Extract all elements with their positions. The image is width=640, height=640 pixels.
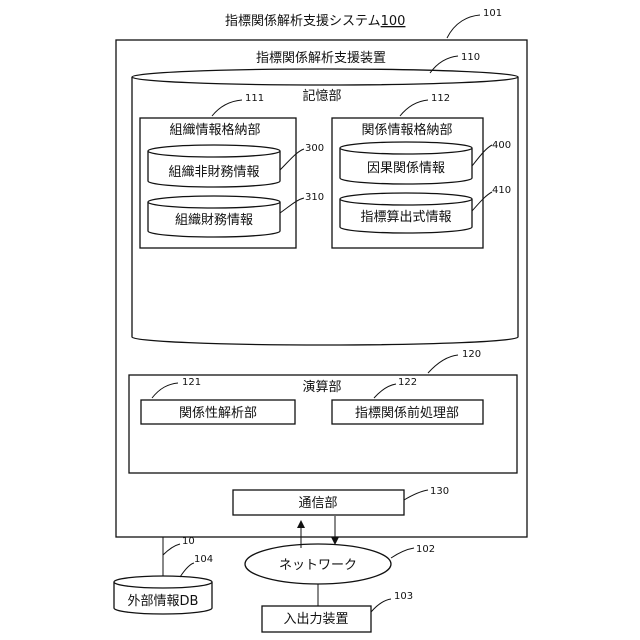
link-ref-leader (163, 544, 180, 555)
compute-ref-leader (428, 355, 458, 373)
org-store-ref: 111 (245, 93, 264, 104)
device-title: 指標関係解析支援装置 (256, 51, 386, 66)
io-device-ref-leader (371, 599, 391, 612)
org-nonfinancial-label: 組織非財務情報 (168, 165, 259, 180)
external-db-ref-leader (180, 563, 194, 577)
external-db-label: 外部情報DB (128, 594, 199, 609)
comm-ref-leader (404, 490, 428, 500)
network-label: ネットワーク (279, 558, 357, 573)
comm-ref: 130 (430, 486, 449, 497)
org-nonfinancial-ref: 300 (305, 143, 324, 154)
org-store-title: 組織情報格納部 (169, 122, 260, 138)
compute-ref: 120 (462, 349, 481, 360)
system-ref-leader (447, 15, 480, 38)
compute-title: 演算部 (302, 379, 341, 395)
relation-analysis-ref: 121 (182, 377, 201, 388)
link-ref: 10 (182, 536, 195, 547)
preprocess-label: 指標関係前処理部 (355, 405, 459, 421)
comm-label: 通信部 (298, 496, 337, 511)
org-financial-label: 組織財務情報 (175, 213, 253, 228)
causal-info-label: 因果関係情報 (367, 161, 445, 176)
storage-title: 記憶部 (302, 88, 341, 104)
rel-store-ref: 112 (431, 93, 450, 104)
org-financial-ref: 310 (305, 192, 324, 203)
network-ref-leader (391, 548, 414, 558)
formula-info-label: 指標算出式情報 (360, 210, 451, 225)
relation-analysis-label: 関係性解析部 (179, 406, 257, 421)
formula-info-ref: 410 (492, 185, 511, 196)
preprocess-ref: 122 (398, 377, 417, 388)
storage-ref: 110 (461, 52, 480, 63)
causal-info-ref: 400 (492, 140, 511, 151)
network-ref: 102 (416, 544, 435, 555)
system-title: 指標関係解析支援システム100 (225, 14, 405, 29)
relation-analysis-ref-leader (152, 383, 178, 398)
rel-store-title: 関係情報格納部 (361, 122, 452, 138)
io-device-ref: 103 (394, 591, 413, 602)
io-device-label: 入出力装置 (283, 612, 348, 627)
system-ref: 101 (483, 8, 502, 19)
external-db-ref: 104 (194, 554, 213, 565)
preprocess-ref-leader (374, 384, 396, 398)
